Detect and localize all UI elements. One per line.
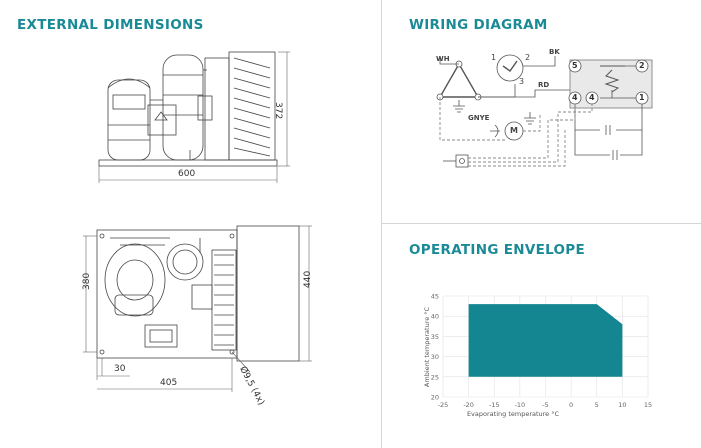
- side-compressor: [107, 79, 151, 161]
- y-tick-labels: 20 25 30 35 40 45: [431, 293, 439, 402]
- x-tick-label: 5: [595, 401, 599, 409]
- top-hole-spacing-label: 405: [160, 378, 178, 388]
- top-fan-motor: [191, 284, 213, 310]
- side-base-plate: [98, 159, 278, 167]
- y-tick-label: 35: [431, 333, 439, 341]
- label-rd: RD: [538, 81, 550, 89]
- x-tick-label: 15: [644, 401, 652, 409]
- power-plug: [455, 154, 469, 168]
- label-gnye: GNYE: [468, 114, 490, 122]
- chart-grid: [442, 295, 649, 398]
- relay-terminal-2: 2: [639, 61, 645, 70]
- relay-terminal-4b: 4: [589, 93, 595, 102]
- y-axis-label: Ambient temperature °C: [423, 306, 431, 387]
- top-total-depth-label: 440: [303, 270, 313, 288]
- label-t1: 1: [491, 53, 497, 62]
- x-tick-label: -20: [463, 401, 474, 409]
- side-width-label: 600: [178, 169, 196, 179]
- x-tick-label: -25: [438, 401, 449, 409]
- x-tick-label: -10: [515, 401, 526, 409]
- relay-terminal-4a: 4: [572, 93, 578, 102]
- y-tick-label: 45: [431, 293, 439, 301]
- label-motor: M: [510, 126, 518, 135]
- relay-terminal-5: 5: [572, 61, 578, 70]
- top-receiver: [166, 243, 204, 281]
- top-control-box: [144, 324, 178, 348]
- wiring-diagram-title: WIRING DIAGRAM: [409, 17, 548, 33]
- top-offset-label: 30: [114, 364, 126, 374]
- x-tick-labels: -25 -20 -15 -10 -5 0 5 10 15: [438, 401, 652, 409]
- top-depth-label: 380: [82, 272, 92, 290]
- side-fan-shroud: [204, 57, 230, 161]
- side-condenser: [228, 51, 276, 161]
- operating-envelope-title: OPERATING ENVELOPE: [409, 242, 586, 258]
- y-tick-label: 25: [431, 373, 439, 381]
- side-receiver: [162, 54, 204, 161]
- side-height-label: 372: [273, 102, 283, 120]
- top-condenser: [236, 225, 300, 362]
- y-tick-label: 40: [431, 313, 439, 321]
- y-tick-label: 30: [431, 353, 439, 361]
- horizontal-divider: [381, 223, 701, 224]
- run-capacitor: [574, 104, 643, 135]
- x-tick-label: -15: [489, 401, 500, 409]
- label-bk: BK: [549, 48, 560, 56]
- top-hole-label: Ø9,5 (4x): [237, 365, 266, 408]
- envelope-area: [468, 304, 623, 377]
- start-capacitor: [574, 130, 643, 160]
- x-tick-label: 10: [618, 401, 626, 409]
- top-compressor: [104, 243, 166, 317]
- label-t3: 3: [519, 77, 525, 86]
- vertical-divider: [381, 0, 382, 448]
- top-base-plate: [96, 229, 238, 359]
- label-t2: 2: [525, 53, 531, 62]
- x-tick-label: 0: [569, 401, 573, 409]
- motor-winding: [438, 62, 480, 98]
- x-tick-label: -5: [542, 401, 548, 409]
- relay-terminal-1: 1: [639, 93, 645, 102]
- y-tick-label: 20: [431, 394, 439, 402]
- x-axis-label: Evaporating temperature °C: [467, 410, 560, 418]
- external-dimensions-title: EXTERNAL DIMENSIONS: [17, 17, 204, 33]
- side-control-box: [147, 104, 177, 136]
- label-wh: WH: [436, 55, 450, 63]
